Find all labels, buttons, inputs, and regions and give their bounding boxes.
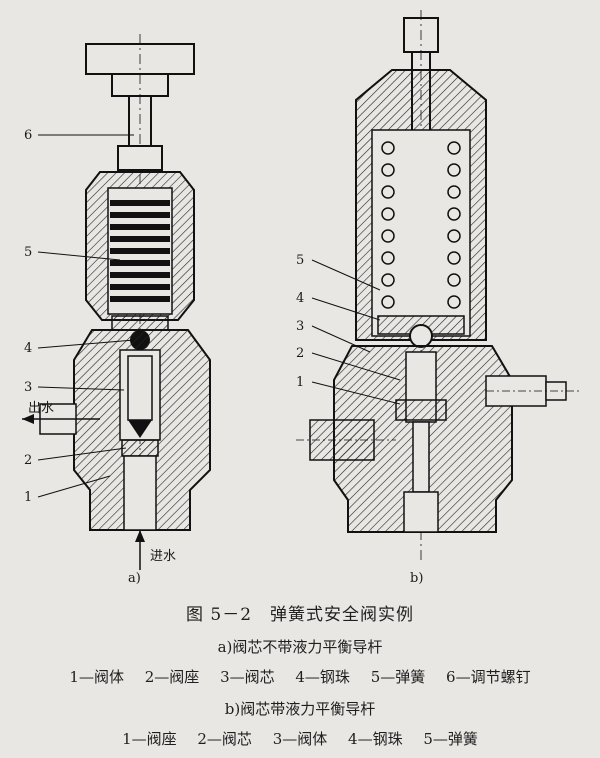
valve-b-callout-5: 5: [296, 253, 304, 268]
valve-b-legend-item: 1—阀座: [122, 730, 177, 748]
valve-a-drawing: [22, 34, 211, 570]
valve-a-legend-item: 4—钢珠: [295, 668, 350, 686]
valve-b-callout-4: 4: [296, 291, 304, 306]
valve-b-legend-item: 3—阀体: [272, 730, 328, 748]
valve-a-callout-1: 1: [24, 490, 32, 505]
valve-a-core: [127, 355, 153, 421]
valve-b-caption: b)阀芯带液力平衡导杆: [224, 700, 376, 718]
valve-a-callout-6: 6: [24, 128, 32, 143]
valve-a-leaders: [37, 134, 135, 498]
valve-a-legend-item: 2—阀座: [144, 668, 200, 686]
valve-a-inlet-label: 进水: [150, 549, 176, 564]
valve-a-legend: 1—阀体 2—阀座 3—阀芯 4—钢珠 5—弹簧 6—调节螺钉: [0, 666, 600, 687]
valve-b-callout-3: 3: [296, 319, 304, 334]
valve-a-callout-2: 2: [24, 453, 32, 468]
valve-b-steel-ball: [409, 324, 433, 348]
valve-a-callout-5: 5: [24, 245, 32, 260]
valve-a-callouts: 6 5 4 3 2 1: [24, 128, 32, 505]
valve-b-spring: [381, 141, 461, 309]
valve-b-legend-item: 4—钢珠: [348, 730, 403, 748]
valve-a-legend-item: 5—弹簧: [370, 668, 426, 686]
valve-b-legend-item: 2—阀芯: [197, 730, 252, 748]
valve-a-legend-item: 6—调节螺钉: [446, 668, 531, 686]
valve-a-legend-item: 3—阀芯: [220, 668, 275, 686]
valve-b-callout-2: 2: [296, 346, 304, 361]
valve-b-drawing: [296, 10, 580, 560]
valve-b-seat: [395, 399, 447, 421]
valve-a-caption: a)阀芯不带液力平衡导杆: [217, 638, 383, 656]
valve-a-outlet-label: 出水: [28, 401, 54, 416]
valve-a-sublabel: a): [128, 571, 141, 586]
valve-b-callout-1: 1: [296, 375, 304, 390]
safety-valve-figure: 6 5 4 3 2 1 出水 进水 a): [22, 10, 580, 586]
valve-b-legend: 1—阀座 2—阀芯 3—阀体 4—钢珠 5—弹簧: [0, 728, 600, 749]
valve-b-callouts: 5 4 3 2 1: [296, 253, 304, 390]
valve-a-seat: [121, 439, 159, 457]
valve-a-callout-3: 3: [24, 380, 32, 395]
valve-b-sublabel: b): [410, 571, 423, 586]
valve-b-leaders: [311, 259, 401, 405]
figure-title: 图 5－2 弹簧式安全阀实例: [185, 605, 415, 625]
valve-b-legend-item: 5—弹簧: [423, 730, 478, 748]
valve-a-callout-4: 4: [24, 341, 32, 356]
valve-a-spring: [110, 200, 170, 302]
valve-a-legend-item: 1—阀体: [69, 668, 124, 686]
